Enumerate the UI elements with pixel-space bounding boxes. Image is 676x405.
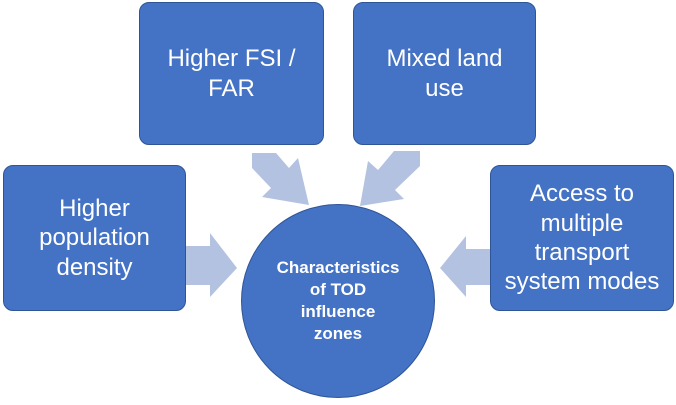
box-higher-fsi-far: Higher FSI / FAR: [139, 2, 324, 145]
box-access-transport-modes-label: Access to multiple transport system mode…: [504, 180, 660, 296]
box-higher-population-density-label: Higher population density: [39, 195, 150, 281]
arrow-fsi-to-center: [252, 153, 309, 205]
arrow-mixed-to-center: [360, 151, 420, 206]
center-circle: Characteristics of TOD influence zones: [241, 204, 435, 398]
arrow-transport-to-center: [440, 236, 490, 297]
box-higher-fsi-far-label: Higher FSI / FAR: [167, 45, 296, 102]
box-mixed-land-use-label: Mixed land use: [386, 45, 503, 102]
center-circle-label: Characteristics of TOD influence zones: [276, 257, 400, 344]
arrow-population-to-center: [186, 233, 237, 297]
box-mixed-land-use: Mixed land use: [353, 2, 536, 145]
box-higher-population-density: Higher population density: [3, 165, 186, 311]
box-access-transport-modes: Access to multiple transport system mode…: [490, 165, 674, 311]
